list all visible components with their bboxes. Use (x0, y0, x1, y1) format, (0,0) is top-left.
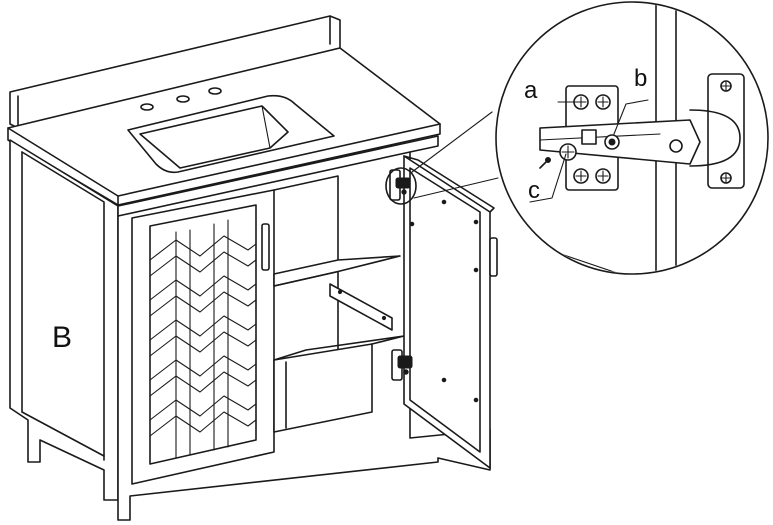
hinge-detail-magnified (495, 1, 769, 275)
callout-label-a: a (524, 77, 538, 104)
callout-label-b: b (634, 65, 647, 92)
hinge-callout-ring (385, 167, 417, 205)
right-door-open (403, 155, 498, 469)
lower-hinge (391, 349, 413, 381)
right-door-handle (489, 237, 498, 277)
hinge-arm (539, 119, 701, 169)
sink-basin (127, 94, 335, 174)
drawer-box (273, 335, 405, 433)
vanity-cabinet (7, 15, 499, 521)
panel-label: B (52, 321, 72, 354)
callout-label-c: c (528, 177, 540, 204)
left-side-panel (9, 139, 119, 501)
lattice-pattern (149, 219, 257, 459)
cabinet-interior (273, 175, 405, 433)
hinge-cup (669, 73, 745, 189)
faucet-holes (140, 87, 222, 111)
callout-leader-bottom (413, 177, 499, 199)
door-screws (409, 199, 479, 403)
upper-hinge (389, 169, 411, 201)
callout-b-leader (613, 99, 649, 135)
drawer-slide (329, 283, 393, 331)
left-door-closed (131, 189, 275, 485)
callout-c-leader (529, 153, 567, 203)
left-door-handle (261, 223, 270, 271)
callout-leader-top (411, 111, 493, 173)
